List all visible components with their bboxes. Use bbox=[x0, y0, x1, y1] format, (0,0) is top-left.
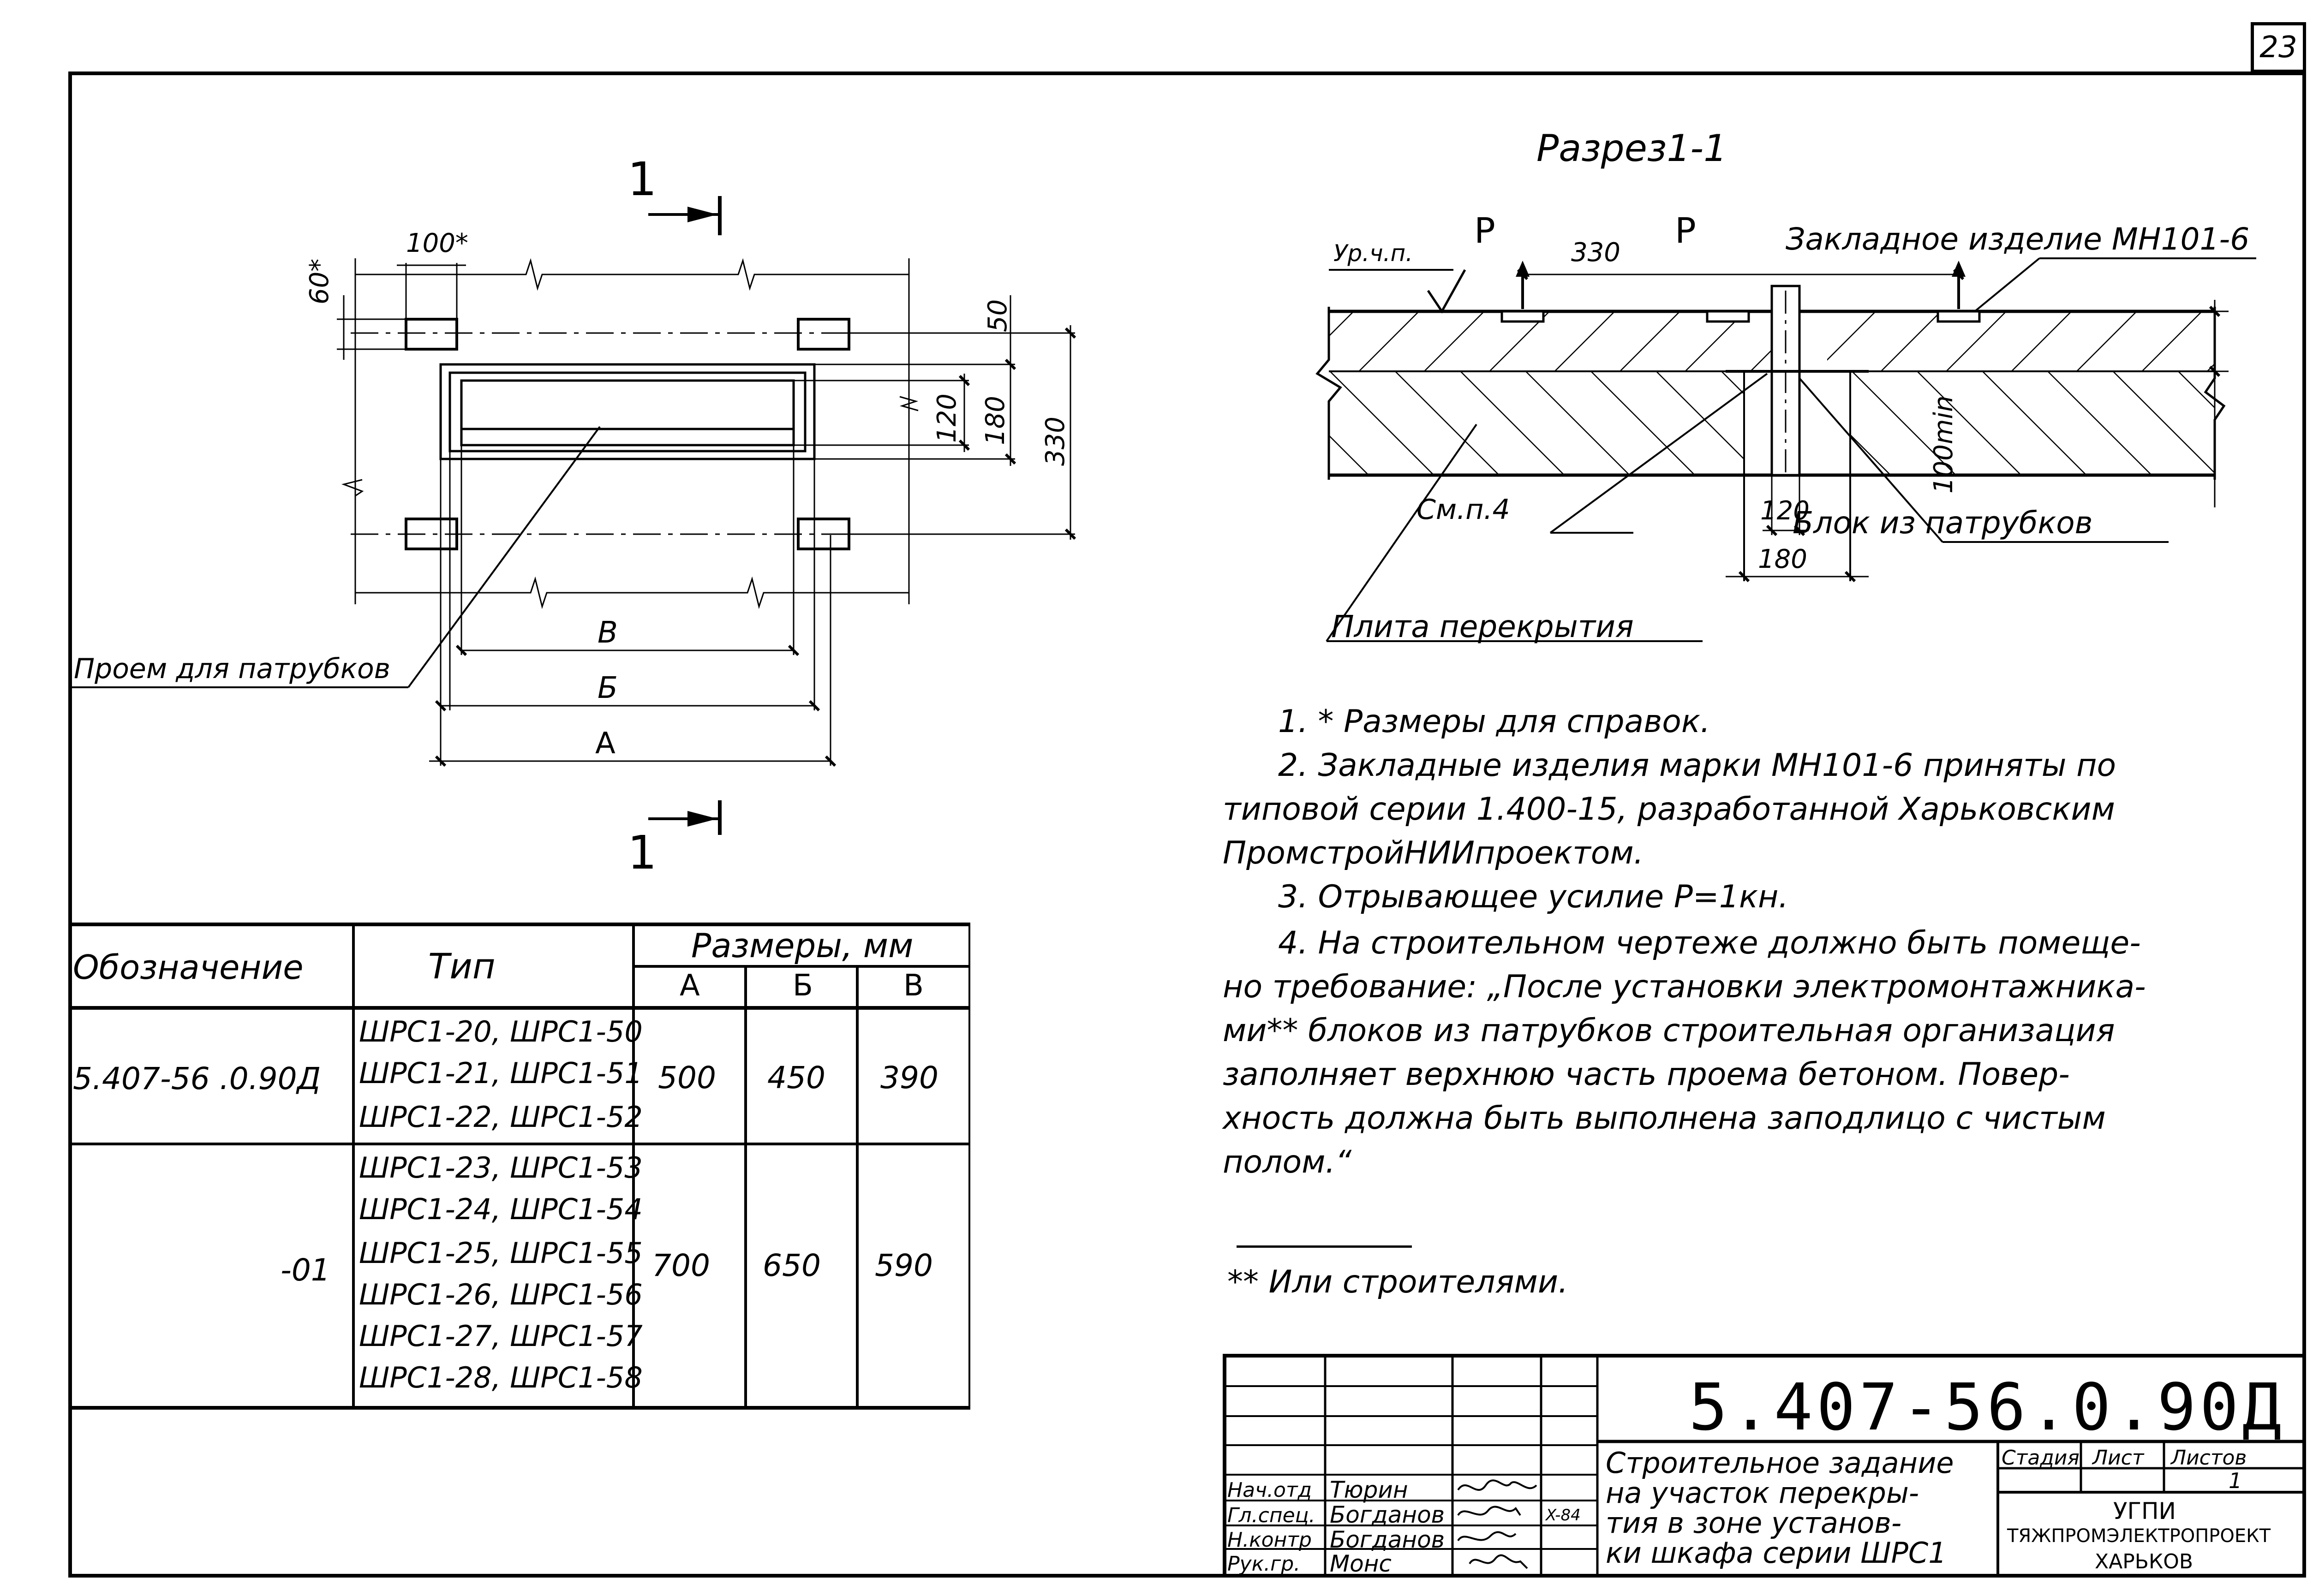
opening-inner bbox=[460, 379, 795, 447]
table-row-1-type-1: ШРС1-20, ШРС1-50 bbox=[359, 1015, 643, 1048]
note-4a: 4. На строительном чертеже должно быть п… bbox=[1278, 925, 2141, 961]
note-2b: типовой серии 1.400-15, разработанной Ха… bbox=[1223, 791, 2115, 828]
note-1: 1. * Размеры для справок. bbox=[1278, 703, 1710, 740]
section-dim-100min: 100min bbox=[1929, 395, 1959, 494]
note-4e: хность должна быть выполнена заподлицо с… bbox=[1223, 1100, 2106, 1137]
opening-mid bbox=[448, 371, 807, 453]
section-see-note-label: См.п.4 bbox=[1416, 494, 1510, 526]
table-row-2-type-6: ШРС1-28, ШРС1-58 bbox=[359, 1361, 643, 1394]
table-header-a: А bbox=[680, 969, 700, 1003]
plan-dim-50: 50 bbox=[983, 299, 1013, 332]
table-header-b: Б bbox=[793, 969, 813, 1003]
table-row-1-b: 450 bbox=[767, 1060, 825, 1096]
section-dim-120: 120 bbox=[1760, 496, 1810, 526]
org-line-1: УГПИ bbox=[2113, 1498, 2176, 1525]
sheets-value: 1 bbox=[2229, 1468, 2242, 1493]
plan-view bbox=[72, 196, 1076, 835]
title-line-1: Строительное задание bbox=[1606, 1446, 1954, 1480]
plan-dim-330: 330 bbox=[1040, 417, 1070, 466]
drawing-frame bbox=[68, 71, 2306, 1578]
title-line-3: тия в зоне установ- bbox=[1606, 1506, 1902, 1540]
embed-plate-tl bbox=[405, 318, 458, 351]
plan-dim-b-mid: Б bbox=[598, 671, 618, 705]
embed-plate-tr bbox=[797, 318, 850, 351]
signoff-name-1: Тюрин bbox=[1330, 1477, 1408, 1503]
section-block-label: Блок из патрубков bbox=[1793, 505, 2093, 541]
title-block: 5.407-56.0.90Д Строительное задание на у… bbox=[1223, 1354, 2306, 1578]
signoff-role-1: Нач.отд bbox=[1227, 1478, 1312, 1502]
title-line-4: ки шкафа серии ШРС1 bbox=[1606, 1536, 1947, 1570]
stage-label: Стадия bbox=[2002, 1446, 2080, 1470]
note-3: 3. Отрывающее усилие Р=1кн. bbox=[1278, 879, 1789, 915]
sheets-label: Листов bbox=[2171, 1446, 2247, 1470]
signoff-role-3: Н.контр bbox=[1227, 1528, 1312, 1552]
table-header-sizes: Размеры, мм bbox=[691, 926, 914, 965]
table-row-2-b: 650 bbox=[763, 1248, 821, 1283]
section-load-right: Р bbox=[1675, 210, 1696, 251]
table-row-1-v: 390 bbox=[880, 1060, 938, 1096]
plan-dim-b-small: В bbox=[598, 616, 618, 650]
signatures bbox=[1457, 1479, 1537, 1569]
plan-section-mark-bottom: 1 bbox=[628, 826, 657, 880]
note-4c: ми** блоков из патрубков строительная ор… bbox=[1223, 1012, 2115, 1049]
signoff-name-4: Монс bbox=[1330, 1550, 1392, 1577]
footnote-rule bbox=[1237, 1245, 1412, 1248]
table-row-1-a: 500 bbox=[658, 1060, 716, 1096]
plan-section-mark-top: 1 bbox=[628, 152, 657, 206]
signoff-name-3: Богданов bbox=[1330, 1526, 1445, 1553]
section-dim-180: 180 bbox=[1758, 544, 1807, 574]
org-line-3: ХАРЬКОВ bbox=[2095, 1550, 2193, 1573]
section-view bbox=[1315, 257, 2256, 642]
org-line-2: ТЯЖПРОМЭЛЕКТРОПРОЕКТ bbox=[2007, 1525, 2271, 1547]
size-table-grid bbox=[68, 923, 970, 1410]
signoff-role-2: Гл.спец. bbox=[1227, 1504, 1315, 1527]
table-row-2-type-1: ШРС1-23, ШРС1-53 bbox=[359, 1151, 643, 1185]
signoff-date: X-84 bbox=[1546, 1506, 1581, 1525]
table-header-v: В bbox=[903, 969, 924, 1003]
page-number: 23 bbox=[2259, 30, 2297, 65]
section-title: Разрез1-1 bbox=[1536, 127, 1727, 170]
title-block-grid bbox=[1223, 1354, 2306, 1578]
table-row-1-type-2: ШРС1-21, ШРС1-51 bbox=[359, 1056, 643, 1090]
table-row-2-type-4: ШРС1-26, ШРС1-56 bbox=[359, 1278, 643, 1311]
table-row-2-type-5: ШРС1-27, ШРС1-57 bbox=[359, 1319, 643, 1353]
page-number-box: 23 bbox=[2251, 22, 2306, 73]
size-table: Обозначение Тип Размеры, мм А Б В 5.407-… bbox=[68, 923, 970, 1411]
title-line-2: на участок перекры- bbox=[1606, 1476, 1919, 1510]
opening-outer bbox=[439, 363, 816, 460]
table-row-1-type-3: ШРС1-22, ШРС1-52 bbox=[359, 1100, 643, 1134]
table-header-type: Тип bbox=[428, 946, 496, 987]
table-row-2-type-3: ШРС1-25, ШРС1-55 bbox=[359, 1236, 643, 1270]
section-load-left: Р bbox=[1474, 210, 1495, 251]
sheet-label: Лист bbox=[2092, 1446, 2144, 1470]
table-header-designation: Обозначение bbox=[73, 948, 304, 987]
table-row-2-a: 700 bbox=[652, 1248, 710, 1283]
plan-opening-label: Проем для патрубков bbox=[74, 653, 391, 685]
table-row-2-v: 590 bbox=[875, 1248, 933, 1283]
footnote: ** Или строителями. bbox=[1227, 1264, 1568, 1300]
plan-dim-100: 100* bbox=[406, 228, 468, 258]
note-4d: заполняет верхнюю часть проема бетоном. … bbox=[1223, 1056, 2070, 1093]
table-row-2-type-2: ШРС1-24, ШРС1-54 bbox=[359, 1192, 643, 1226]
note-2c: ПромстройНИИпроектом. bbox=[1223, 835, 1644, 871]
section-dim-330: 330 bbox=[1571, 238, 1620, 268]
signoff-role-4: Рук.гр. bbox=[1227, 1552, 1301, 1576]
signoff-name-2: Богданов bbox=[1330, 1501, 1445, 1528]
doc-code: 5.407-56.0.90Д bbox=[1689, 1370, 2285, 1445]
note-2a: 2. Закладные изделия марки МН101-6 приня… bbox=[1278, 747, 2116, 784]
section-embedded-label: Закладное изделие МН101-6 bbox=[1786, 221, 2250, 257]
plan-dim-60: 60* bbox=[305, 258, 335, 304]
plan-dim-120: 120 bbox=[932, 393, 962, 443]
table-row-1-designation: 5.407-56 .0.90Д bbox=[73, 1061, 321, 1096]
plan-dim-a: А bbox=[595, 727, 616, 761]
section-level-label: Ур.ч.п. bbox=[1333, 240, 1413, 267]
plan-dim-180: 180 bbox=[980, 396, 1010, 445]
section-slab-label: Плита перекрытия bbox=[1331, 609, 1634, 644]
note-4b: но требование: „После установки электром… bbox=[1223, 969, 2146, 1005]
table-row-2-designation: -01 bbox=[281, 1252, 330, 1288]
note-4f: полом.“ bbox=[1223, 1144, 1352, 1180]
